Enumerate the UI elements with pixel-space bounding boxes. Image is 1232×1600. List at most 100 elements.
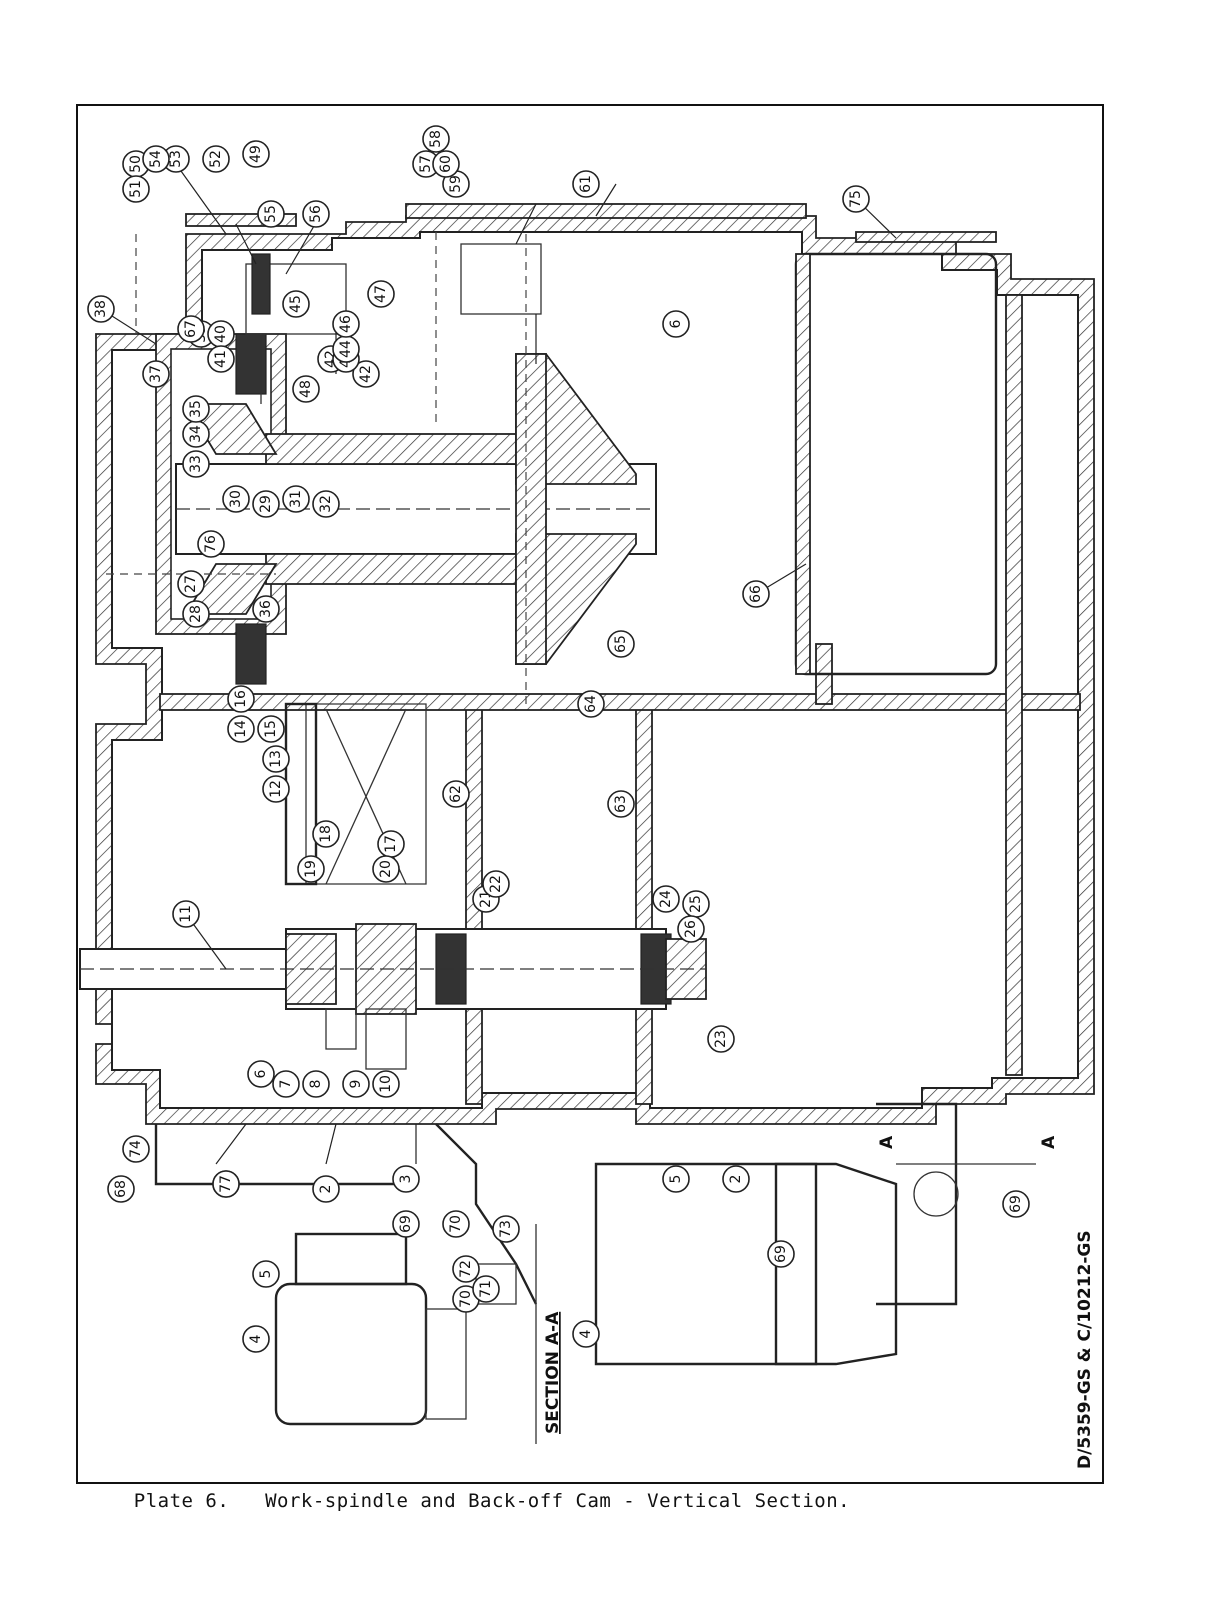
callout-number: 55 (263, 205, 279, 223)
callout-circle (197, 530, 225, 558)
callout-25: 25 (682, 890, 710, 918)
callout-number: 74 (128, 1140, 144, 1158)
rib-horizontal-1 (159, 693, 1081, 711)
callout-number: 53 (168, 150, 184, 168)
callout-number: 14 (233, 720, 249, 738)
callout-number: 61 (578, 175, 594, 193)
callout-53: 53 (162, 145, 190, 173)
callout-34: 34 (182, 420, 210, 448)
plate-number: Plate 6. (133, 1490, 230, 1512)
callout-number: 50 (128, 155, 144, 173)
callout-number: 15 (263, 720, 279, 738)
callout-number: 2 (318, 1185, 334, 1194)
callout-52: 52 (202, 145, 230, 173)
callout-2: 2 (312, 1175, 340, 1203)
callout-number: 29 (258, 495, 274, 513)
callout-19: 19 (297, 855, 325, 883)
callout-number: 75 (848, 190, 864, 208)
callout-circle (707, 1025, 735, 1053)
callout-number: 8 (308, 1080, 324, 1089)
callout-number: 40 (213, 325, 229, 343)
plate-title: Work-spindle and Back-off Cam - Vertical… (265, 1490, 851, 1512)
callout-circle (282, 290, 310, 318)
callout-65: 65 (607, 630, 635, 658)
callout-circle (572, 170, 600, 198)
callout-44: 44 (332, 335, 360, 363)
callout-number: 58 (428, 130, 444, 148)
callout-number: 52 (208, 150, 224, 168)
callout-14: 14 (227, 715, 255, 743)
callout-number: 46 (338, 315, 354, 333)
callout-3: 3 (392, 1165, 420, 1193)
hub-10 (365, 1008, 407, 1070)
callout-38: 38 (87, 295, 115, 323)
cover-plate-62 (405, 203, 807, 219)
callout-63: 63 (607, 790, 635, 818)
callout-number: 27 (183, 575, 199, 593)
callout-number: 68 (113, 1180, 129, 1198)
callout-64: 64 (577, 690, 605, 718)
callout-number: 23 (713, 1030, 729, 1048)
callout-circle (142, 360, 170, 388)
callout-circle (342, 1070, 370, 1098)
callout-circle (722, 1165, 750, 1193)
callout-circle (312, 820, 340, 848)
callout-number: 76 (203, 535, 219, 553)
callout-4: 4 (242, 1325, 270, 1353)
callout-circle (392, 1165, 420, 1193)
callout-60: 60 (432, 150, 460, 178)
callout-number: 62 (448, 785, 464, 803)
callout-number: 72 (458, 1260, 474, 1278)
callout-33: 33 (182, 450, 210, 478)
callout-18: 18 (312, 820, 340, 848)
callout-number: 10 (378, 1075, 394, 1093)
callout-circle (177, 315, 205, 343)
callout-74: 74 (122, 1135, 150, 1163)
callout-42: 42 (352, 360, 380, 388)
section-marker-right: A (1039, 1135, 1059, 1149)
callout-circle (257, 715, 285, 743)
callout-number: 56 (308, 205, 324, 223)
callout-15: 15 (257, 715, 285, 743)
callout-12: 12 (262, 775, 290, 803)
callout-circle (247, 1060, 275, 1088)
callout-number: 54 (148, 150, 164, 168)
callout-73: 73 (492, 1215, 520, 1243)
callout-5: 5 (662, 1165, 690, 1193)
callout-number: 49 (248, 145, 264, 163)
belt-housing (305, 703, 427, 885)
callout-number: 65 (613, 635, 629, 653)
callout-circle (202, 145, 230, 173)
callout-circle (302, 200, 330, 228)
callout-circle (677, 915, 705, 943)
section-label: SECTION A-A (543, 1311, 563, 1434)
callout-66: 66 (742, 580, 770, 608)
callout-circle (177, 570, 205, 598)
callout-circle (472, 1275, 500, 1303)
motor-flange (425, 1308, 467, 1420)
callout-number: 12 (268, 780, 284, 798)
callout-circle (292, 375, 320, 403)
callout-number: 67 (183, 320, 199, 338)
section-marker-left: A (877, 1135, 897, 1149)
callout-29: 29 (252, 490, 280, 518)
callout-17: 17 (377, 830, 405, 858)
callout-circle (182, 600, 210, 628)
callout-13: 13 (262, 745, 290, 773)
callout-number: 69 (1008, 1195, 1024, 1213)
callout-circle (662, 310, 690, 338)
callout-number: 42 (358, 365, 374, 383)
callout-circle (122, 1135, 150, 1163)
pin-54 (251, 253, 271, 315)
callout-circle (332, 310, 360, 338)
callout-circle (767, 1240, 795, 1268)
coolant-pipe (435, 1123, 538, 1305)
callout-number: 22 (488, 875, 504, 893)
callout-47: 47 (367, 280, 395, 308)
drive-shaft (79, 948, 311, 990)
callout-number: 70 (458, 1290, 474, 1308)
callout-number: 28 (188, 605, 204, 623)
callout-5: 5 (252, 1260, 280, 1288)
callout-58: 58 (422, 125, 450, 153)
motor-box-5 (294, 1232, 408, 1286)
